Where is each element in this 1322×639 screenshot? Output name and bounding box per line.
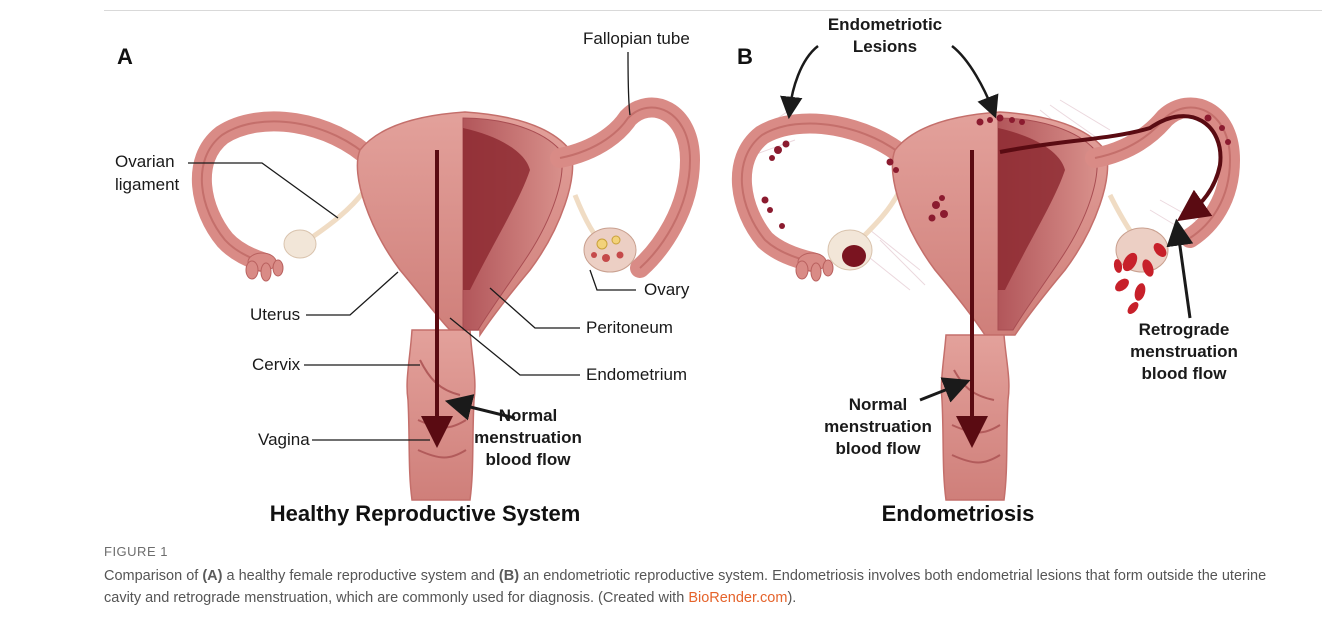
label-retro-2: menstruation — [1130, 342, 1238, 361]
biorender-link[interactable]: BioRender.com — [688, 590, 787, 606]
right-ovary — [584, 228, 636, 272]
label-lesions-1: Endometriotic — [828, 15, 942, 34]
pointer-lesions-right — [952, 46, 992, 108]
label-ovary: Ovary — [644, 280, 690, 299]
left-ovarian-ligament-b — [860, 190, 900, 240]
cervix-vagina-b — [941, 335, 1008, 500]
pointer-lesions-left — [790, 46, 818, 108]
figure-caption: FIGURE 1 Comparison of (A) a healthy fem… — [104, 544, 1304, 609]
panel-a: A — [115, 29, 690, 526]
caption-heading: FIGURE 1 — [104, 544, 1304, 559]
left-fimbriae — [246, 253, 283, 281]
panel-b-title: Endometriosis — [882, 501, 1035, 526]
label-flow-b-2: menstruation — [824, 417, 932, 436]
label-ovarian-ligament-1: Ovarian — [115, 152, 175, 171]
label-cervix: Cervix — [252, 355, 301, 374]
caption-part-4: ). — [787, 590, 796, 606]
left-fimbriae-b — [796, 253, 833, 281]
panel-a-letter: A — [117, 44, 133, 69]
anatomy-illustration: A — [0, 0, 1322, 540]
caption-text: Comparison of (A) a healthy female repro… — [104, 565, 1304, 609]
label-ovarian-ligament-2: ligament — [115, 175, 180, 194]
label-retro-1: Retrograde — [1139, 320, 1230, 339]
label-uterus: Uterus — [250, 305, 300, 324]
label-vagina: Vagina — [258, 430, 310, 449]
left-ovary — [284, 230, 316, 258]
cervix-vagina-a — [407, 330, 475, 500]
label-fallopian-tube: Fallopian tube — [583, 29, 690, 48]
leader-ovary — [590, 270, 636, 290]
label-flow-b-3: blood flow — [836, 439, 922, 458]
caption-part-1: Comparison of — [104, 568, 202, 584]
panel-b: B — [737, 15, 1238, 526]
panel-a-title: Healthy Reproductive System — [270, 501, 581, 526]
caption-ref-a: (A) — [202, 568, 222, 584]
left-ovarian-ligament — [308, 190, 365, 240]
label-retro-3: blood flow — [1142, 364, 1228, 383]
leader-uterus — [306, 272, 398, 315]
panel-b-letter: B — [737, 44, 753, 69]
caption-part-2: a healthy female reproductive system and — [222, 568, 498, 584]
label-flow-a-3: blood flow — [486, 450, 572, 469]
label-lesions-2: Lesions — [853, 37, 917, 56]
label-peritoneum: Peritoneum — [586, 318, 673, 337]
caption-ref-b: (B) — [499, 568, 519, 584]
label-endometrium: Endometrium — [586, 365, 687, 384]
label-flow-b-1: Normal — [849, 395, 908, 414]
label-flow-a-2: menstruation — [474, 428, 582, 447]
